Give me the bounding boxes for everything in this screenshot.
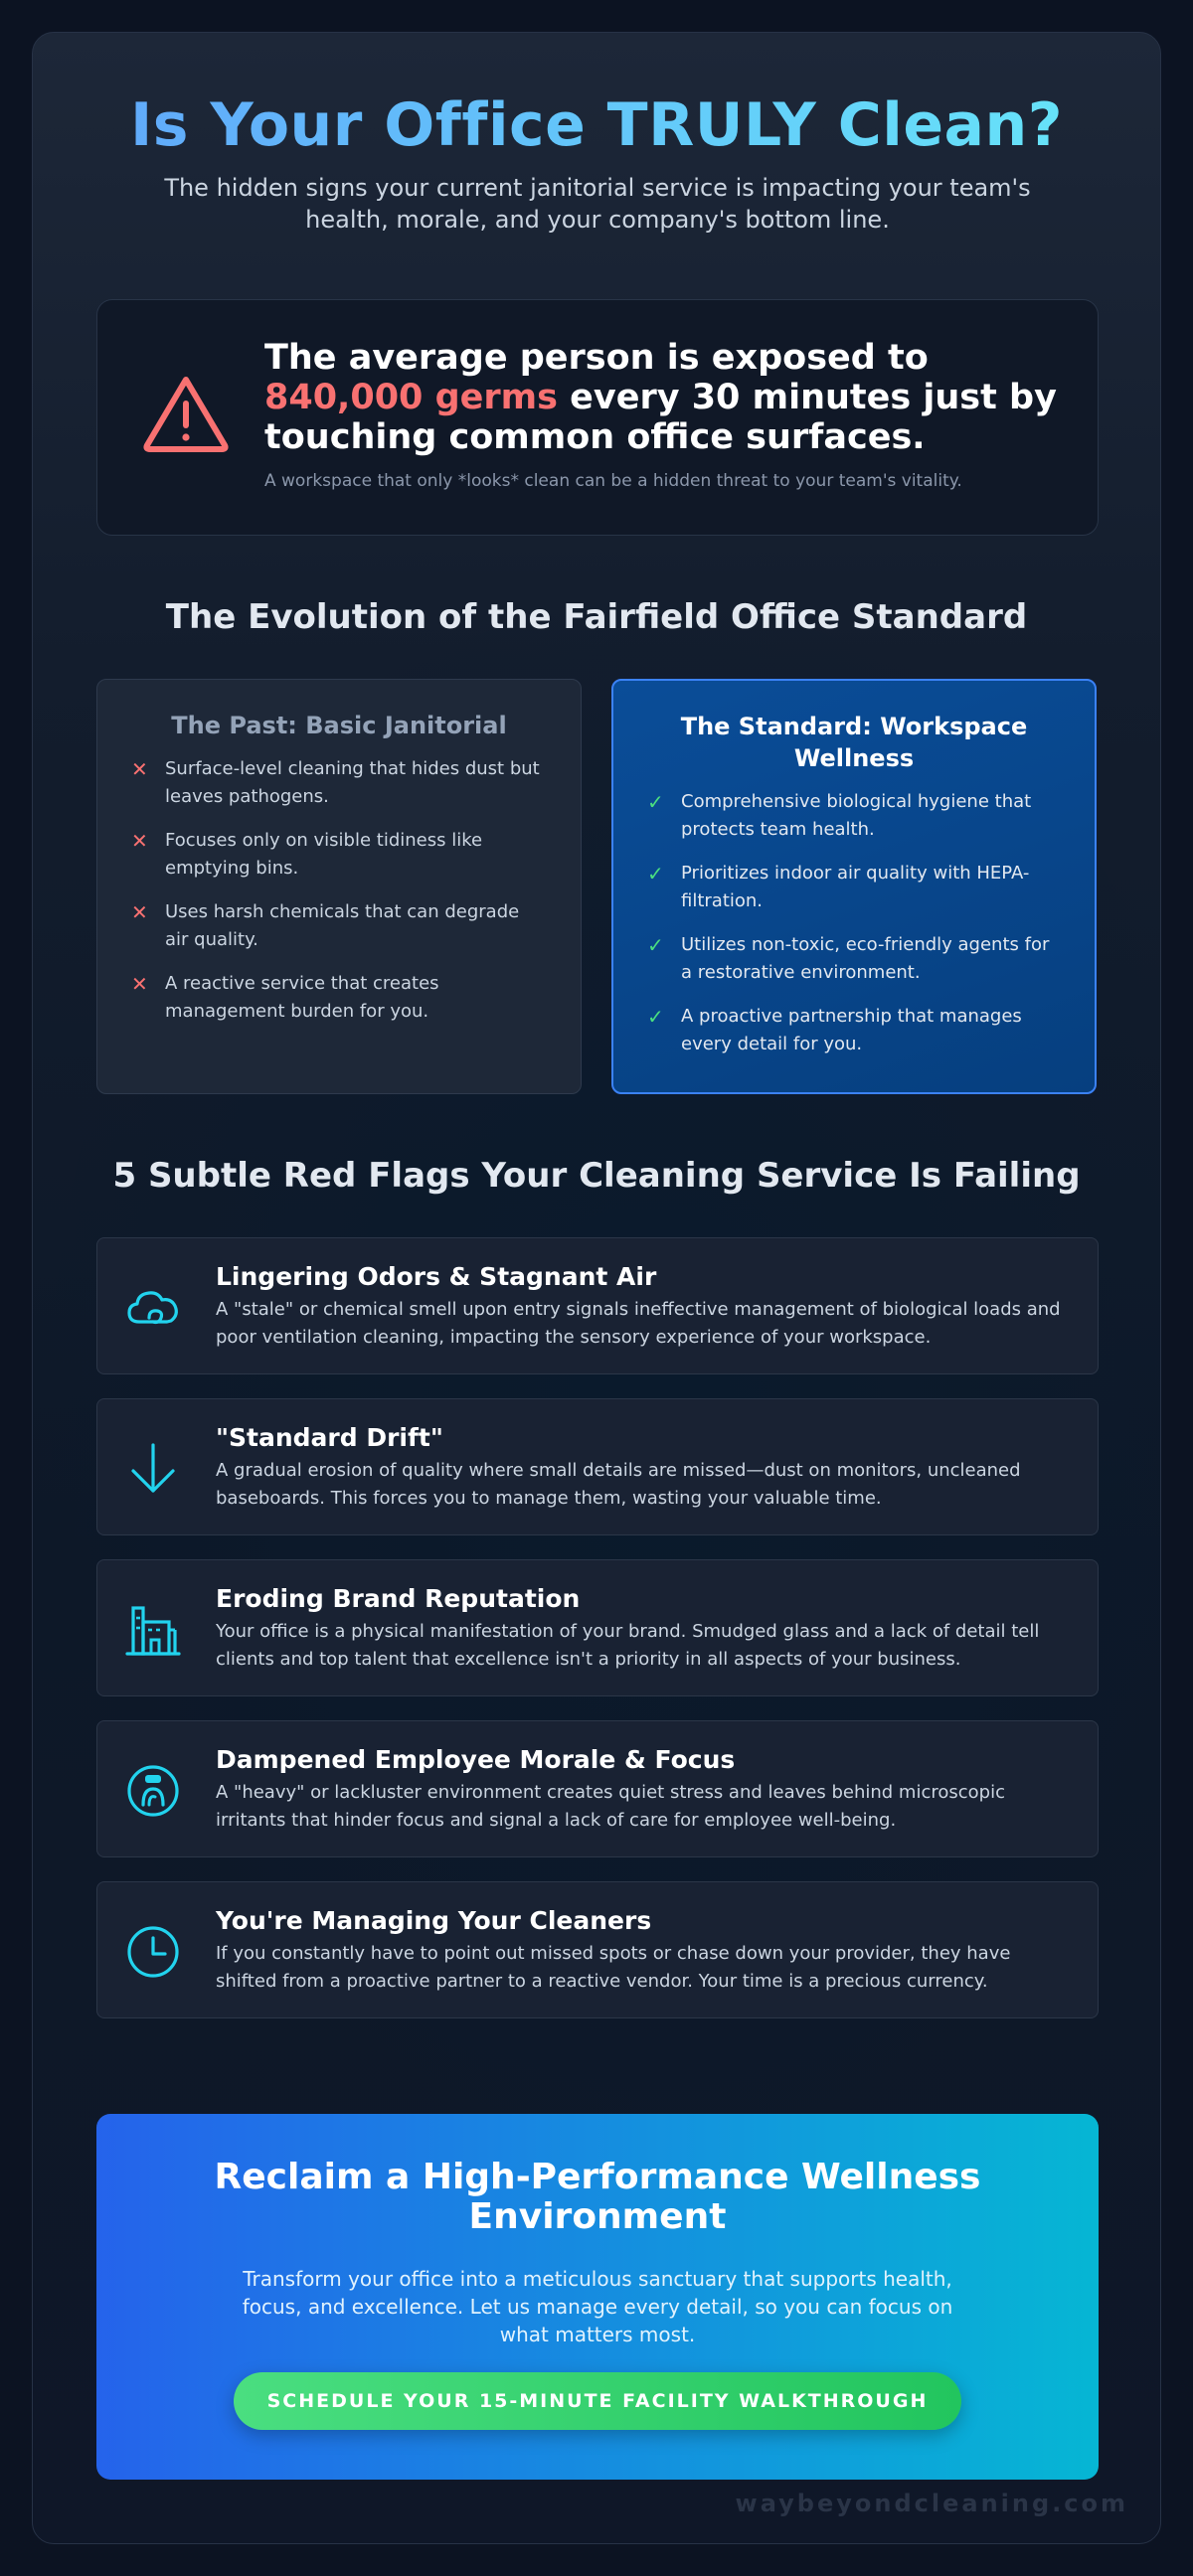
red-flag-card: You're Managing Your Cleaners If you con…: [96, 1881, 1099, 2018]
red-flag-title: Eroding Brand Reputation: [216, 1584, 581, 1613]
list-item: ✓ A proactive partnership that manages ev…: [647, 1003, 1059, 1058]
warning-triangle-icon: [143, 377, 229, 452]
standard-workspace-wellness-card: The Standard: Workspace Wellness ✓ Compre…: [611, 679, 1097, 1094]
cta-title: Reclaim a High-Performance Wellness Envi…: [214, 2157, 981, 2237]
list-item-text: A proactive partnership that manages eve…: [681, 1006, 1022, 1054]
red-flag-description: If you constantly have to point out miss…: [216, 1943, 1011, 1992]
standard-card-title: The Standard: Workspace Wellness: [680, 713, 1028, 772]
x-mark-icon: ✕: [131, 757, 148, 781]
evolution-section-title: The Evolution of the Fairfield Office St…: [165, 597, 1028, 637]
list-item: ✕ A reactive service that creates managem…: [131, 970, 545, 1026]
red-flag-title: Lingering Odors & Stagnant Air: [216, 1262, 657, 1291]
past-list: ✕ Surface-level cleaning that hides dust …: [97, 755, 581, 1026]
check-mark-icon: ✓: [647, 862, 664, 886]
list-item: ✕ Focuses only on visible tidiness like e…: [131, 827, 545, 883]
cta-panel: Reclaim a High-Performance Wellness Envi…: [96, 2114, 1099, 2480]
red-flag-title: Dampened Employee Morale & Focus: [216, 1745, 736, 1774]
stat-highlight: 840,000 germs: [264, 378, 558, 417]
list-item-text: Prioritizes indoor air quality with HEPA…: [681, 863, 1030, 911]
list-item-text: Focuses only on visible tidiness like em…: [165, 830, 483, 879]
x-mark-icon: ✕: [131, 972, 148, 996]
check-mark-icon: ✓: [647, 790, 664, 814]
clock-icon: [127, 1926, 179, 1978]
x-mark-icon: ✕: [131, 900, 148, 924]
list-item-text: Uses harsh chemicals that can degrade ai…: [165, 901, 520, 950]
list-item: ✓ Utilizes non-toxic, eco-friendly agents…: [647, 931, 1059, 987]
check-mark-icon: ✓: [647, 933, 664, 957]
cta-description: Transform your office into a meticulous …: [242, 2267, 953, 2346]
red-flag-title: You're Managing Your Cleaners: [216, 1906, 652, 1935]
red-flags-section-title: 5 Subtle Red Flags Your Cleaning Service…: [112, 1156, 1081, 1196]
red-flag-description: Your office is a physical manifestation …: [216, 1621, 1040, 1670]
list-item: ✕ Uses harsh chemicals that can degrade a…: [131, 898, 545, 954]
cloud-odor-icon: [127, 1291, 178, 1325]
red-flag-card: Eroding Brand Reputation Your office is …: [96, 1559, 1099, 1696]
stat-text-after: every 30 minutes just by touching common…: [264, 378, 1057, 457]
page-subtitle: The hidden signs your current janitorial…: [164, 174, 1031, 234]
germ-stat-text: The average person is exposed to 840,000…: [264, 338, 1060, 457]
list-item-text: Utilizes non-toxic, eco-friendly agents …: [681, 934, 1050, 983]
red-flag-card: "Standard Drift" A gradual erosion of qu…: [96, 1398, 1099, 1535]
list-item: ✓ Comprehensive biological hygiene that p…: [647, 788, 1059, 844]
red-flag-description: A "stale" or chemical smell upon entry s…: [216, 1299, 1061, 1348]
building-icon: [125, 1606, 181, 1656]
red-flag-description: A "heavy" or lackluster environment crea…: [216, 1782, 1005, 1831]
footer-brand-watermark: waybeyondcleaning.com: [735, 2490, 1128, 2517]
red-flag-title: "Standard Drift": [216, 1423, 443, 1452]
x-mark-icon: ✕: [131, 829, 148, 853]
past-basic-janitorial-card: The Past: Basic Janitorial ✕ Surface-leve…: [96, 679, 582, 1094]
red-flag-description: A gradual erosion of quality where small…: [216, 1460, 1021, 1509]
list-item-text: Surface-level cleaning that hides dust b…: [165, 758, 540, 807]
list-item: ✓ Prioritizes indoor air quality with HEP…: [647, 860, 1059, 915]
germ-stat-box: The average person is exposed to 840,000…: [96, 299, 1099, 536]
page-title: Is Your Office TRULY Clean?: [33, 90, 1160, 160]
stat-text-before: The average person is exposed to: [264, 338, 929, 378]
infographic-card: Is Your Office TRULY Clean? The hidden s…: [32, 32, 1161, 2544]
red-flag-card: Dampened Employee Morale & Focus A "heav…: [96, 1720, 1099, 1857]
red-flag-card: Lingering Odors & Stagnant Air A "stale"…: [96, 1237, 1099, 1374]
standard-list: ✓ Comprehensive biological hygiene that p…: [613, 788, 1095, 1058]
person-circle-icon: [127, 1765, 179, 1817]
list-item-text: A reactive service that creates manageme…: [165, 973, 439, 1022]
past-card-title: The Past: Basic Janitorial: [171, 712, 507, 739]
check-mark-icon: ✓: [647, 1005, 664, 1029]
stat-note: A workspace that only *looks* clean can …: [264, 471, 962, 491]
list-item: ✕ Surface-level cleaning that hides dust …: [131, 755, 545, 811]
arrow-down-icon: [131, 1443, 175, 1493]
list-item-text: Comprehensive biological hygiene that pr…: [681, 791, 1032, 840]
schedule-walkthrough-button[interactable]: SCHEDULE YOUR 15-MINUTE FACILITY WALKTHR…: [234, 2372, 961, 2430]
